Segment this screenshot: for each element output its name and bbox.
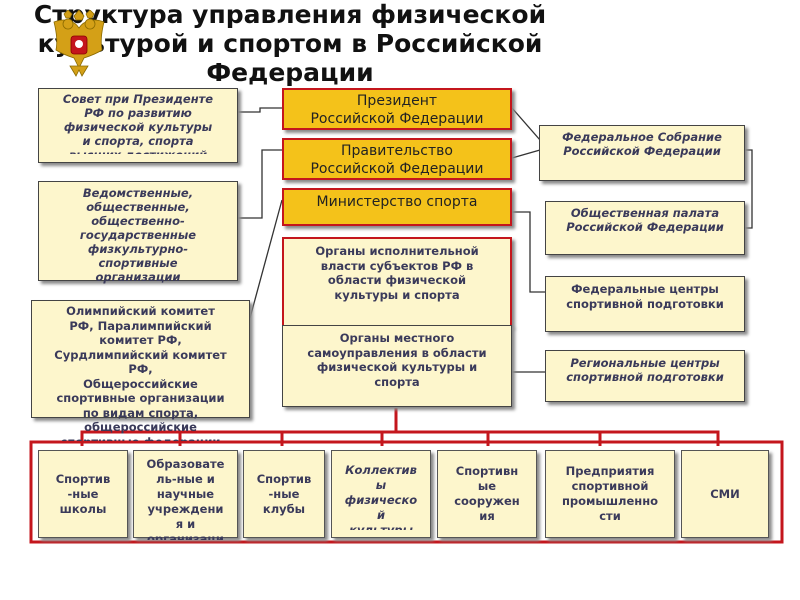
sport-facilities-box: Спортивн ые сооружен ия (437, 450, 537, 538)
departmental-line: общественно- (91, 214, 185, 228)
bottom-box-line: Коллектив (345, 463, 417, 477)
ministry-line: Министерство спорта (316, 194, 478, 210)
council-line: РФ по развитию (84, 106, 192, 120)
olympic-line: общероссийские (84, 420, 197, 434)
olympic-line: Сурдлимпийский комитет (54, 347, 227, 362)
educational-institutions-box: Образовате ль-ные и научные учреждени я … (133, 450, 238, 542)
bottom-box-line: Спортивн (455, 464, 519, 478)
public-chamber-line: Общественная палата (570, 206, 720, 220)
olympic-line: Общероссийские (83, 376, 198, 391)
council-line: физической культуры (63, 120, 213, 134)
local-government-line: самоуправления в области (307, 345, 487, 360)
bottom-box-line: сти (599, 509, 621, 523)
local-government-box: Органы местного самоуправления в области… (282, 325, 512, 407)
council-box: Совет при Президенте РФ по развитию физи… (38, 88, 238, 163)
bottom-box-line: ы (375, 478, 387, 492)
bottom-box-line: ль-ные и (156, 472, 215, 486)
departmental-line: Ведомственные, (82, 186, 194, 200)
regional-authorities-line: власти субъектов РФ в (320, 258, 474, 273)
bottom-box-line: организаци (147, 532, 224, 540)
bottom-box-line: ые (477, 479, 497, 493)
bottom-box-line: культуры (349, 523, 413, 530)
olympic-line: спортивные организации (56, 391, 225, 405)
council-line: Совет при Президенте (62, 92, 214, 106)
bottom-box-line: спортивной (571, 479, 649, 493)
federal-centers-box: Федеральные центры спортивной подготовки (545, 276, 745, 332)
russian-coat-of-arms-icon (53, 10, 105, 77)
sport-industry-enterprises-box: Предприятия спортивной промышленно сти (545, 450, 675, 538)
bottom-box-line: и (147, 540, 225, 542)
departmental-organizations-box: Ведомственные, общественные, общественно… (38, 181, 238, 284)
bottom-box-line: -ные (268, 486, 300, 501)
departmental-line: спортивные (98, 256, 178, 270)
federal-centers-line: спортивной подготовки (566, 296, 724, 311)
olympic-line: спортивные федерации (32, 435, 249, 441)
council-line: и спорта, спорта (82, 134, 194, 148)
olympic-line: РФ, (128, 362, 153, 376)
bottom-box-line: Образовате (146, 457, 225, 471)
local-government-line: спорта (374, 374, 420, 389)
bottom-box-line: физическо (344, 493, 418, 507)
government-line: Российской Федерации (310, 161, 484, 177)
bottom-box-line: я и (175, 517, 196, 531)
title-line-1: Структура управления физической (33, 0, 547, 29)
bottom-box-line: школы (59, 501, 107, 516)
local-government-line: физической культуры и (316, 360, 478, 374)
bottom-box-line: ия (479, 509, 495, 523)
bottom-box-line: учреждени (147, 502, 224, 516)
federal-centers-line: Федеральные центры (571, 282, 719, 296)
president-box: Президент Российской Федерации (282, 88, 512, 130)
bottom-box-line: Спортив (55, 471, 111, 486)
local-government-line: Органы местного (339, 331, 455, 345)
president-line: Президент (356, 93, 438, 109)
regional-centers-line: Региональные центры (570, 356, 720, 370)
olympic-committee-box: Олимпийский комитет РФ, Паралимпийский к… (31, 300, 250, 441)
departmental-line: государственные (79, 228, 197, 242)
ministry-box: Министерство спорта (282, 188, 512, 226)
regional-authorities-line: Органы исполнительной (315, 244, 479, 258)
federal-assembly-box: Федеральное Собрание Российской Федераци… (539, 125, 745, 181)
olympic-line: РФ, Паралимпийский (69, 318, 212, 333)
public-chamber-line: Российской Федерации (566, 220, 724, 234)
regional-authorities-box: Органы исполнительной власти субъектов Р… (282, 237, 512, 327)
olympic-line: по видам спорта, (82, 405, 199, 420)
sport-clubs-box: Спортив -ные клубы (243, 450, 325, 538)
bottom-box-line: сооружен (454, 494, 520, 508)
departmental-line: организации (95, 270, 181, 284)
regional-authorities-line: культуры и спорта (334, 287, 460, 302)
government-box: Правительство Российской Федерации (282, 138, 512, 180)
title-line-2: культурой и спортом в Российской (37, 29, 543, 58)
mass-media-box: СМИ (681, 450, 769, 538)
departmental-line: общественные, (86, 200, 190, 214)
bottom-box-line: й (376, 508, 386, 522)
president-line: Российской Федерации (310, 111, 484, 127)
departmental-line: физкультурно- (87, 242, 189, 256)
regional-authorities-line: области физической (327, 273, 467, 287)
olympic-line: Олимпийский комитет (66, 304, 215, 318)
physical-culture-collectives-box: Коллектив ы физическо й культуры (331, 450, 431, 538)
sport-schools-box: Спортив -ные школы (38, 450, 128, 538)
bottom-box-line: Спортив (256, 471, 312, 486)
regional-centers-line: спортивной подготовки (566, 370, 724, 384)
page-title: Структура управления физической культуро… (0, 0, 580, 87)
regional-centers-box: Региональные центры спортивной подготовк… (545, 350, 745, 402)
federal-assembly-line: Российской Федерации (563, 144, 721, 158)
bottom-box-line: промышленно (561, 494, 659, 508)
public-chamber-box: Общественная палата Российской Федерации (545, 201, 745, 255)
title-line-3: Федерации (206, 58, 374, 87)
bottom-box-line: научные (156, 487, 215, 501)
council-line: высших достижений (39, 148, 237, 154)
bottom-box-line: Предприятия (565, 464, 655, 478)
federal-assembly-line: Федеральное Собрание (562, 130, 722, 144)
olympic-line: комитет РФ, (99, 333, 182, 347)
bottom-box-line: клубы (262, 501, 306, 516)
government-line: Правительство (341, 143, 453, 159)
bottom-box-line: -ные (67, 486, 99, 501)
bottom-box-line: СМИ (710, 486, 740, 501)
